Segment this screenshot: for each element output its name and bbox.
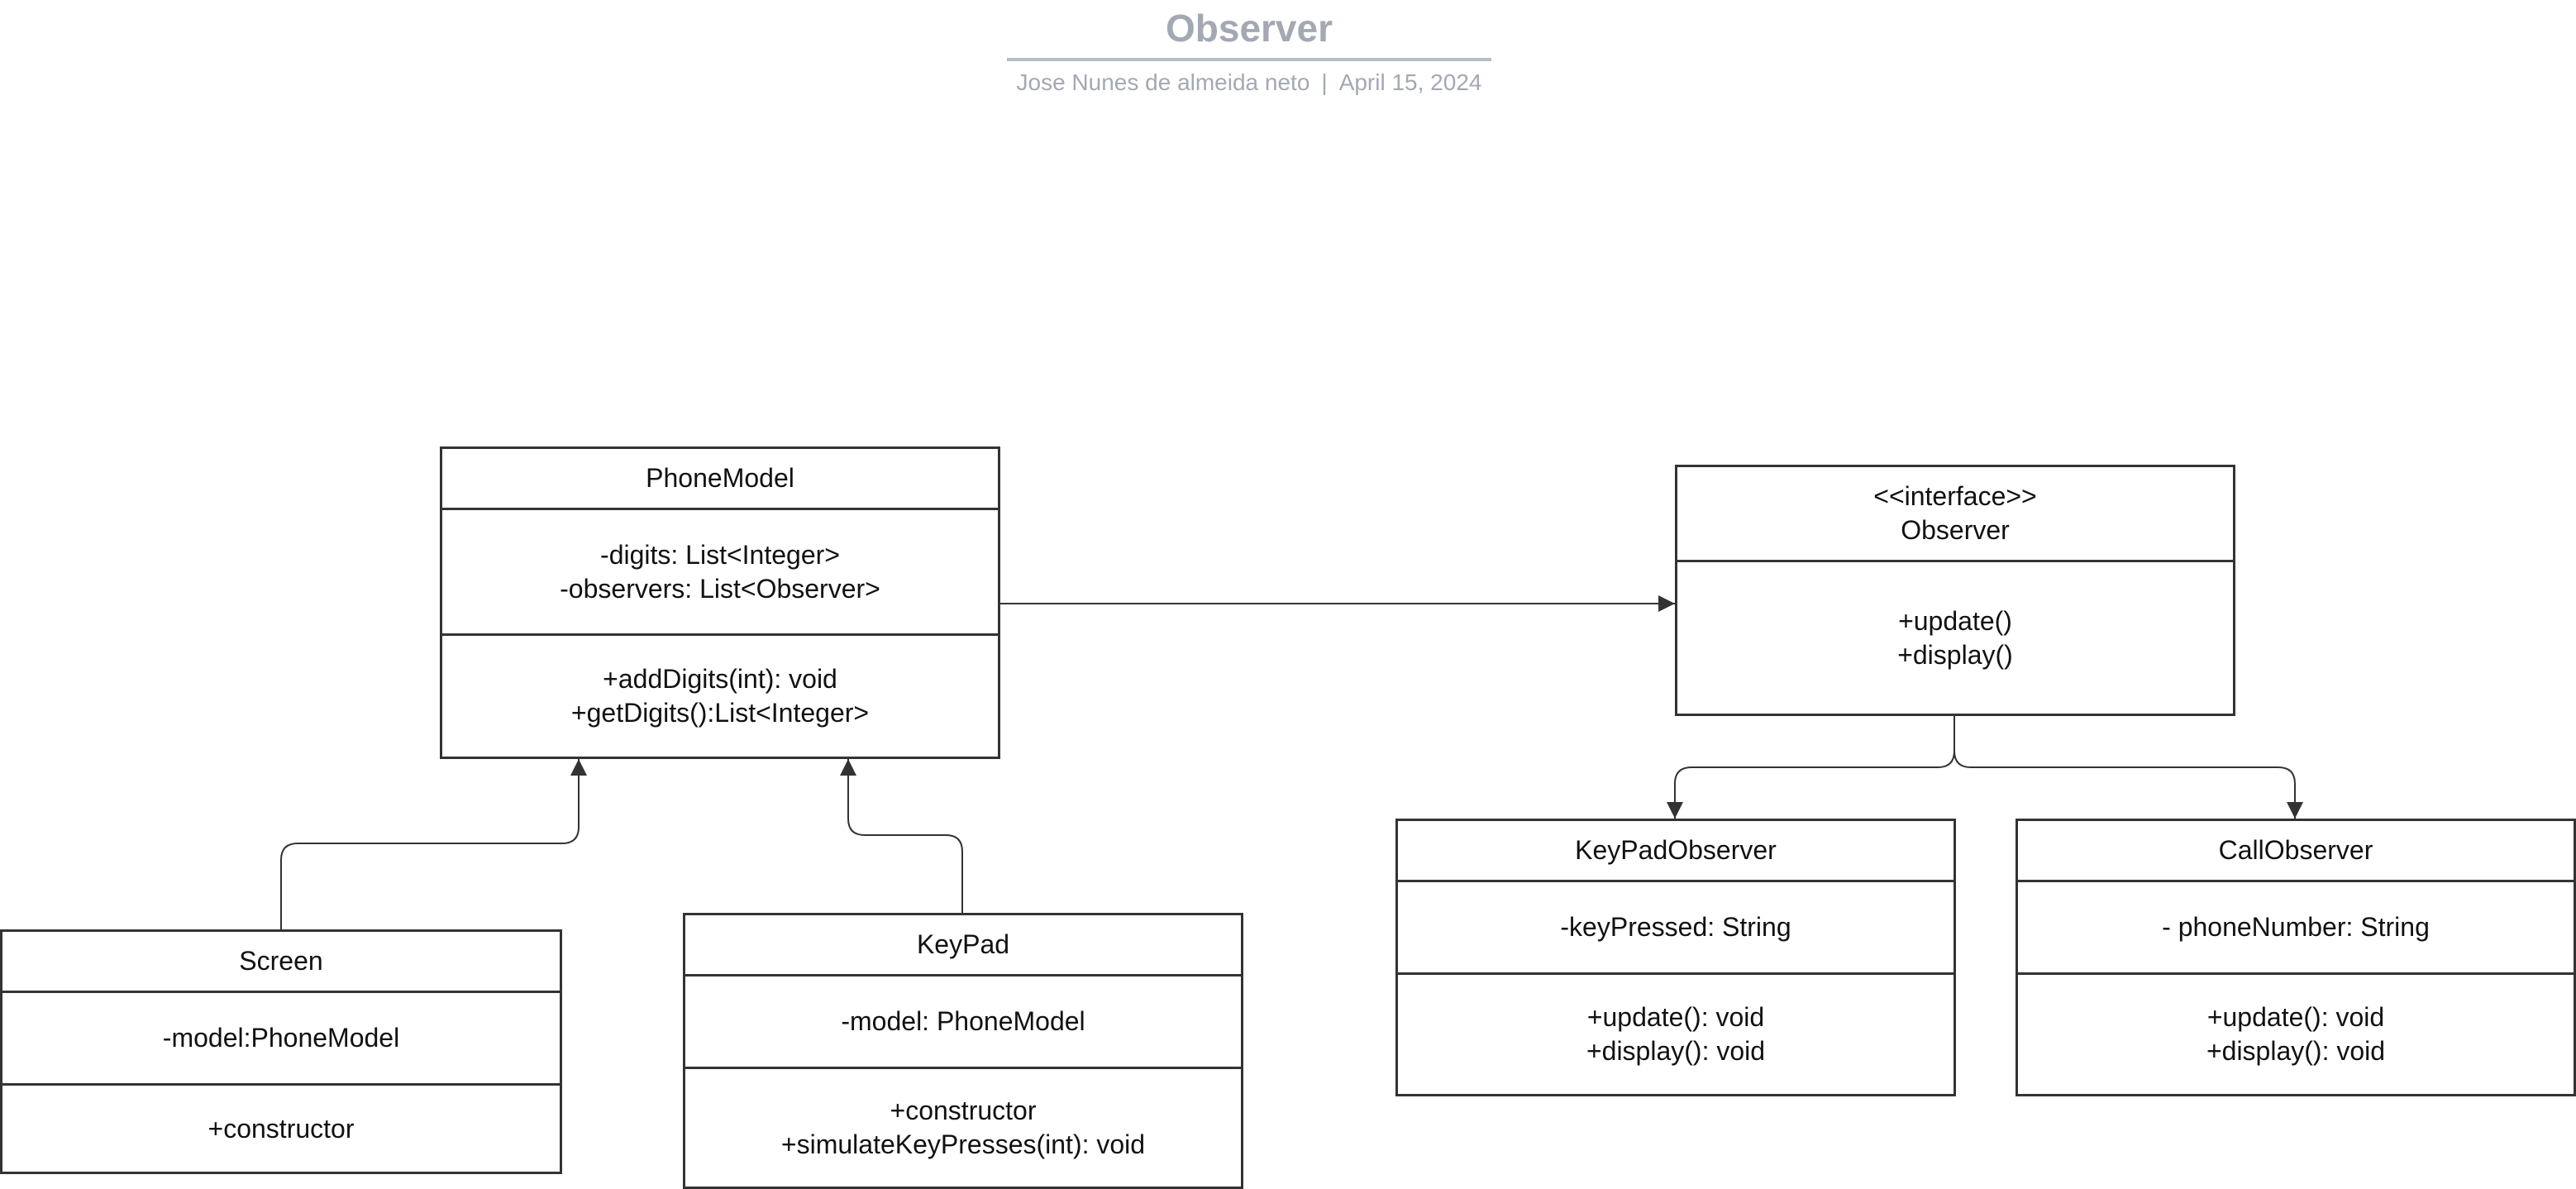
class-name: KeyPad: [916, 929, 1010, 959]
class-keypadobserver: KeyPadObserver -keyPressed: String +upda…: [1395, 819, 1956, 1096]
class-name: Observer: [1901, 515, 2010, 545]
document-date: April 15, 2024: [1338, 69, 1482, 95]
methods-section: +addDigits(int): void +getDigits():List<…: [442, 633, 998, 757]
association-keypad-phonemodel: [840, 759, 963, 913]
attribute: -model: PhoneModel: [841, 1006, 1085, 1036]
methods-section: +constructor +simulateKeyPresses(int): v…: [685, 1067, 1241, 1187]
class-name-section: Screen: [2, 932, 560, 991]
document-meta: Jose Nunes de almeida neto | April 15, 202…: [1007, 68, 1491, 98]
realization-callobserver-observer: [1953, 716, 2303, 819]
stereotype: <<interface>>: [1873, 481, 2037, 511]
method: +simulateKeyPresses(int): void: [780, 1129, 1146, 1159]
attributes-section: -model: PhoneModel: [685, 974, 1241, 1067]
document-title: Observer: [1165, 7, 1333, 50]
attributes-section: -keyPressed: String: [1398, 880, 1953, 972]
method: +constructor: [208, 1113, 355, 1144]
attributes-section: -digits: List<Integer> -observers: List<…: [442, 508, 998, 633]
class-name: CallObserver: [2218, 835, 2373, 865]
class-name: Screen: [239, 946, 323, 976]
class-name-section: <<interface>> Observer: [1677, 467, 2233, 560]
class-name-section: CallObserver: [2018, 821, 2574, 880]
interface-observer: <<interface>> Observer +update() +displa…: [1675, 465, 2235, 716]
title-divider: [1007, 58, 1491, 61]
attribute: -model:PhoneModel: [162, 1023, 400, 1053]
methods-section: +update(): void +display(): void: [2018, 972, 2574, 1094]
meta-separator: |: [1321, 69, 1328, 95]
document-header: Observer Jose Nunes de almeida neto | Apri…: [1007, 5, 1491, 98]
class-name-section: PhoneModel: [442, 449, 998, 508]
method: +addDigits(int): void: [603, 664, 837, 694]
attributes-section: - phoneNumber: String: [2018, 880, 2574, 972]
attributes-section: -model:PhoneModel: [2, 991, 560, 1083]
method: +display(): void: [2206, 1036, 2386, 1066]
class-screen: Screen -model:PhoneModel +constructor: [0, 929, 562, 1174]
attribute: -keyPressed: String: [1560, 912, 1791, 942]
method: +constructor: [890, 1096, 1037, 1125]
methods-section: +constructor: [2, 1083, 560, 1172]
class-name: KeyPadObserver: [1575, 835, 1777, 865]
method: +update(): void: [1586, 1002, 1765, 1032]
method: +update(): [1898, 605, 2012, 636]
class-name: PhoneModel: [646, 463, 794, 493]
class-name-section: KeyPad: [685, 915, 1241, 974]
attribute: -digits: List<Integer>: [600, 539, 840, 570]
method: +update(): void: [2206, 1002, 2385, 1032]
method: +display(): void: [1586, 1036, 1766, 1066]
methods-section: +update() +display(): [1677, 560, 2233, 714]
class-keypad: KeyPad -model: PhoneModel +constructor +…: [683, 913, 1243, 1189]
document-author: Jose Nunes de almeida neto: [1016, 69, 1310, 95]
class-callobserver: CallObserver - phoneNumber: String +upda…: [2015, 819, 2576, 1096]
association-screen-phonemodel: [280, 759, 587, 929]
method: +display(): [1897, 639, 2013, 670]
attribute: -observers: List<Observer>: [560, 573, 880, 604]
realization-keypadobserver-observer: [1667, 716, 1955, 819]
class-phonemodel: PhoneModel -digits: List<Integer> -obser…: [440, 446, 1000, 759]
methods-section: +update(): void +display(): void: [1398, 972, 1953, 1094]
attribute: - phoneNumber: String: [2162, 912, 2430, 942]
class-name-section: KeyPadObserver: [1398, 821, 1953, 880]
method: +getDigits():List<Integer>: [570, 698, 870, 728]
